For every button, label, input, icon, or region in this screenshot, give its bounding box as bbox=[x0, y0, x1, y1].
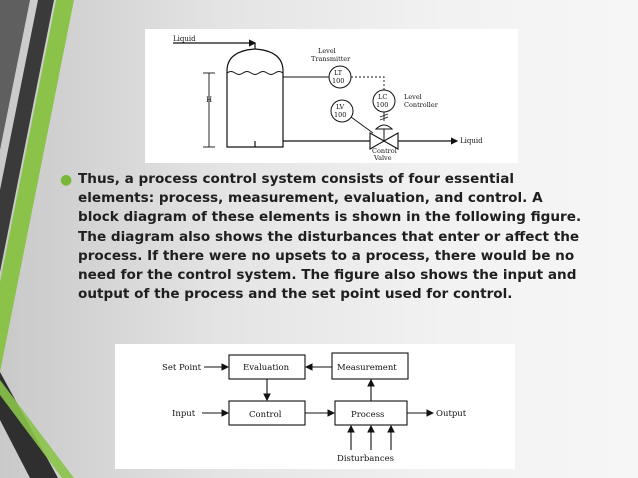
block-diagram-figure: Set Point Evaluation Measurement Input C… bbox=[115, 344, 515, 469]
bullet-dot-icon: ● bbox=[60, 172, 73, 188]
bullet-paragraph: ● Thus, a process control system consist… bbox=[60, 170, 598, 304]
control-valve-label-1: Control bbox=[372, 147, 397, 155]
measurement-box bbox=[331, 352, 409, 380]
lc-number: 100 bbox=[376, 101, 388, 109]
measurement-label: Measurement bbox=[337, 363, 397, 373]
lc-tag: LC bbox=[378, 93, 387, 101]
output-label: Output bbox=[436, 409, 467, 419]
lv-number: 100 bbox=[334, 111, 346, 119]
liquid-surface bbox=[226, 71, 284, 75]
level-transmitter-label-2: Transmitter bbox=[311, 55, 351, 63]
paragraph-line-3: block diagram of these elements is shown… bbox=[78, 209, 582, 226]
paragraph-line-1: Thus, a process control system consists … bbox=[78, 171, 515, 187]
evaluation-label: Evaluation bbox=[243, 363, 290, 373]
lv-instrument bbox=[330, 99, 354, 123]
level-controller-label-1: Level bbox=[404, 93, 422, 101]
block-diagram: Set Point Evaluation Measurement Input C… bbox=[162, 352, 467, 464]
paragraph-line-6: need for the control system. The figure … bbox=[78, 267, 577, 284]
process-box bbox=[334, 400, 408, 426]
paragraph-line-4: The diagram also shows the disturbances … bbox=[78, 228, 580, 245]
disturbances-label: Disturbances bbox=[337, 454, 394, 464]
control-valve-label-2: Valve bbox=[373, 154, 392, 162]
input-label: Input bbox=[172, 409, 196, 419]
control-label: Control bbox=[249, 410, 282, 420]
set-point-label: Set Point bbox=[162, 363, 202, 373]
paragraph-line-2: elements: process, measurement, evaluati… bbox=[78, 190, 543, 207]
paragraph-line-7: output of the process and the set point … bbox=[78, 286, 513, 303]
lv-connection bbox=[350, 116, 374, 134]
level-controller-label-2: Controller bbox=[404, 101, 439, 109]
level-transmitter-label-1: Level bbox=[318, 47, 336, 55]
tank bbox=[226, 48, 284, 148]
lt-number: 100 bbox=[332, 77, 344, 85]
paragraph-line-5: process. If there were no upsets to a pr… bbox=[78, 247, 575, 264]
control-valve-icon bbox=[369, 132, 386, 150]
control-box bbox=[228, 400, 306, 426]
lt-lc-signal bbox=[351, 76, 385, 90]
lt-tag: LT bbox=[334, 69, 343, 77]
liquid-out-label: Liquid bbox=[460, 137, 483, 145]
liquid-in-label: Liquid bbox=[173, 35, 196, 43]
level-control-figure: Liquid H Liquid Control Valve Level bbox=[145, 29, 518, 163]
lv-tag: LV bbox=[336, 103, 345, 111]
process-label: Process bbox=[351, 410, 384, 420]
height-label: H bbox=[206, 96, 212, 104]
level-control-diagram: Liquid H Liquid Control Valve Level bbox=[173, 35, 483, 162]
